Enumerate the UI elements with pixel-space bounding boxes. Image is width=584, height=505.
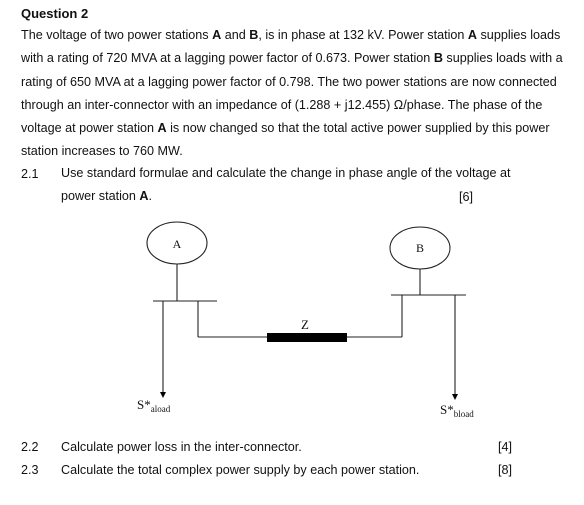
q23-marks: [8]	[498, 463, 513, 477]
q22-marks: [4]	[498, 440, 513, 454]
impedance-label: Z	[301, 317, 309, 332]
q21-marks: [6]	[459, 190, 474, 204]
question-intro: The voltage of two power stations A and …	[21, 28, 563, 159]
q23-text: Calculate the total complex power supply…	[61, 463, 420, 477]
question-title: Question 2	[21, 6, 89, 21]
q22-text: Calculate power loss in the inter-connec…	[61, 440, 302, 454]
q22-number: 2.2	[21, 440, 39, 454]
load-b-arrow	[452, 394, 458, 400]
impedance-block	[267, 333, 347, 342]
load-a-label: S*aload	[137, 397, 171, 414]
station-b-label: B	[416, 241, 424, 255]
q23-number: 2.3	[21, 463, 39, 477]
load-b-label: S*bload	[440, 402, 474, 419]
q21-text: Use standard formulae and calculate the …	[61, 166, 511, 204]
station-a-label: A	[173, 237, 182, 251]
q21-number: 2.1	[21, 167, 39, 181]
load-a-arrow	[160, 392, 166, 398]
